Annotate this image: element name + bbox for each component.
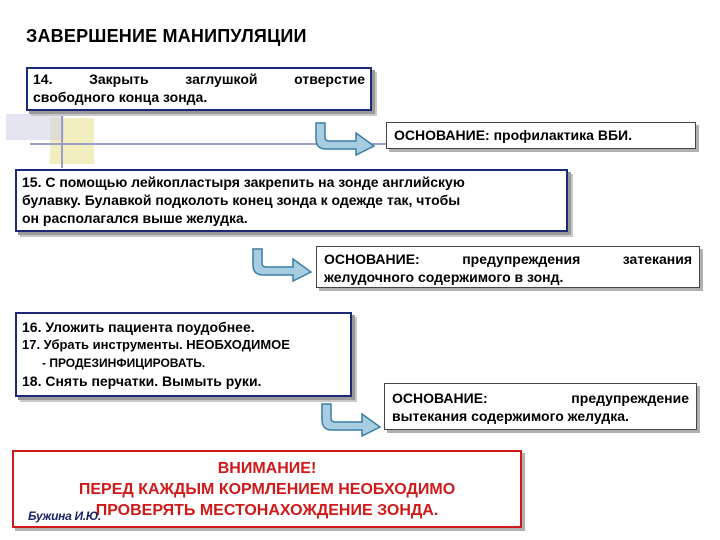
attention-alert-box: ВНИМАНИЕ! ПЕРЕД КАЖДЫМ КОРМЛЕНИЕМ НЕОБХО… — [12, 450, 522, 528]
curved-arrow-icon — [321, 403, 382, 438]
alert-line-2: ПЕРЕД КАЖДЫМ КОРМЛЕНИЕМ НЕОБХОДИМО — [78, 481, 456, 498]
step-15-line-3: он располагался выше желудка. — [22, 210, 248, 226]
basis-1-box: ОСНОВАНИЕ: профилактика ВБИ. — [386, 122, 696, 149]
basis-3-line-2: вытекания содержимого желудка. — [392, 408, 629, 424]
step-15-line-2: булавку. Булавкой подколоть конец зонда … — [22, 192, 461, 208]
alert-heading: ВНИМАНИЕ! — [217, 460, 317, 477]
curved-arrow-icon — [315, 122, 376, 157]
step-15-box: 15. С помощью лейкопластыря закрепить на… — [15, 169, 568, 232]
basis-3-box: ОСНОВАНИЕ: предупреждение вытекания соде… — [384, 383, 697, 430]
step-17-continuation: - ПРОДЕЗИНФИЦИРОВАТЬ. — [42, 356, 206, 370]
basis-3-line-1: ОСНОВАНИЕ: предупреждение — [392, 390, 689, 406]
step-18-line: 18. Снять перчатки. Вымыть руки. — [22, 373, 262, 389]
step-17-line: 17. Убрать инструменты. НЕОБХОДИМОЕ — [22, 337, 290, 352]
basis-2-line-2: желудочного содержимого в зонд. — [324, 269, 564, 285]
step-15-line-1: 15. С помощью лейкопластыря закрепить на… — [22, 174, 465, 190]
step-14-line-1: 14. Закрыть заглушкой отверстие — [33, 71, 365, 87]
decorative-accent — [6, 112, 390, 172]
step-14-box: 14. Закрыть заглушкой отверстие свободно… — [26, 67, 372, 111]
alert-line-3: ПРОВЕРЯТЬ МЕСТОНАХОЖДЕНИЕ ЗОНДА. — [95, 502, 439, 519]
arrow-3 — [318, 402, 384, 438]
arrow-2 — [249, 247, 315, 283]
decorative-shade — [6, 114, 64, 140]
basis-2-line-1: ОСНОВАНИЕ: предупреждения затекания — [324, 251, 692, 267]
basis-2-box: ОСНОВАНИЕ: предупреждения затекания желу… — [316, 246, 700, 288]
curved-arrow-icon — [252, 248, 313, 283]
arrow-1 — [312, 121, 378, 157]
step-16-18-box: 16. Уложить пациента поудобнее. 17. Убра… — [15, 312, 352, 397]
decorative-cross-graphic — [6, 114, 390, 168]
author-signature: Бужина И.Ю. — [28, 509, 102, 523]
page-title: ЗАВЕРШЕНИЕ МАНИПУЛЯЦИИ — [26, 26, 307, 46]
step-16-line: 16. Уложить пациента поудобнее. — [22, 319, 255, 335]
step-14-line-2: свободного конца зонда. — [33, 89, 208, 105]
basis-1-text: ОСНОВАНИЕ: профилактика ВБИ. — [394, 127, 632, 143]
